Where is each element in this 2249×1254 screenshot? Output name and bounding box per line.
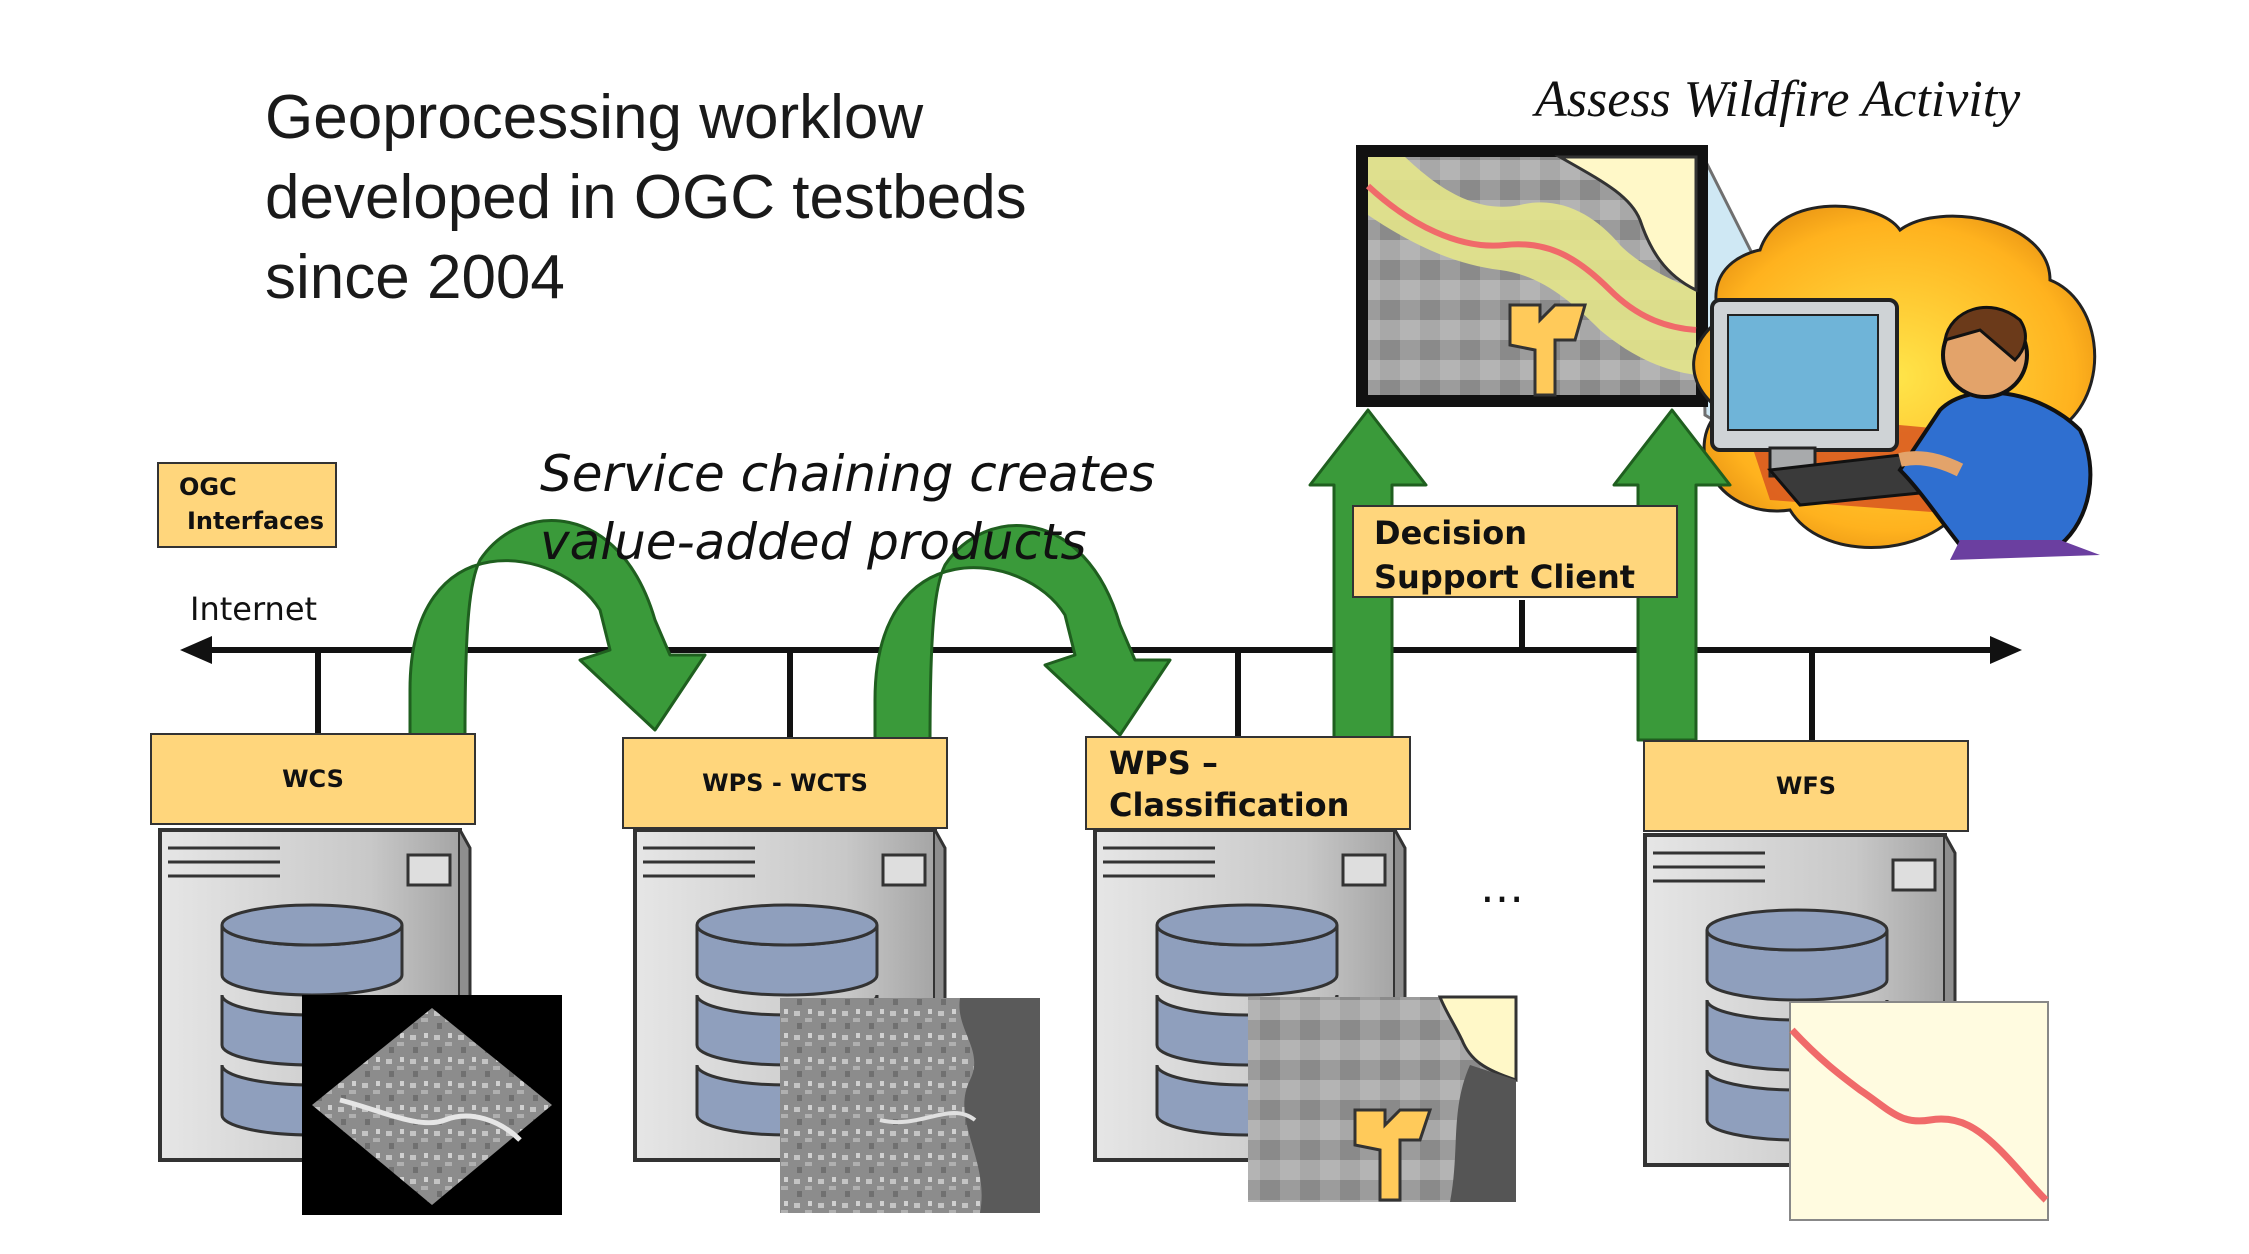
decision-line-2: Support Client [1374, 558, 1636, 596]
assess-wildfire-caption: Assess Wildfire Activity [1535, 71, 2021, 128]
title-line-1: Geoprocessing worklow [265, 83, 924, 152]
satellite-image-thumbnail [302, 995, 562, 1215]
wfs-interface: WFS [1643, 740, 1969, 832]
chaining-line-2: value-added products [540, 513, 1087, 571]
decision-support-client: Decision Support Client [1352, 505, 1678, 598]
ogc-interfaces-legend: OGC Interfaces [157, 462, 337, 548]
title-line-2: developed in OGC testbeds [265, 163, 1027, 232]
title-line-3: since 2004 [265, 243, 565, 312]
internet-label: Internet [190, 590, 318, 628]
more-services-ellipsis: … [1480, 862, 1530, 913]
chain-arrow-2 [873, 524, 1172, 747]
decision-line-1: Decision [1374, 514, 1527, 552]
classified-image-thumbnail [1248, 995, 1518, 1202]
legend-line-2: Interfaces [187, 507, 325, 535]
chain-arrow-1 [408, 519, 707, 737]
wps-classification-interface: WPS – Classification [1085, 736, 1411, 830]
legend-line-1: OGC [179, 473, 237, 501]
wcs-interface: WCS [150, 733, 476, 825]
analyst-at-computer-illustration [1692, 204, 2100, 560]
chaining-line-1: Service chaining creates [540, 445, 1156, 503]
fire-line-map-thumbnail [1789, 1001, 2049, 1221]
service-chaining-caption: Service chaining creates value-added pro… [540, 440, 1155, 576]
classification-line-1: WPS – [1109, 744, 1218, 782]
wps-wcts-interface: WPS - WCTS [622, 737, 948, 829]
diagram-title: Geoprocessing worklow developed in OGC t… [265, 78, 1027, 318]
aerial-image-thumbnail [780, 998, 1040, 1213]
classification-line-2: Classification [1109, 786, 1350, 824]
wildfire-map-display [1356, 145, 1802, 447]
